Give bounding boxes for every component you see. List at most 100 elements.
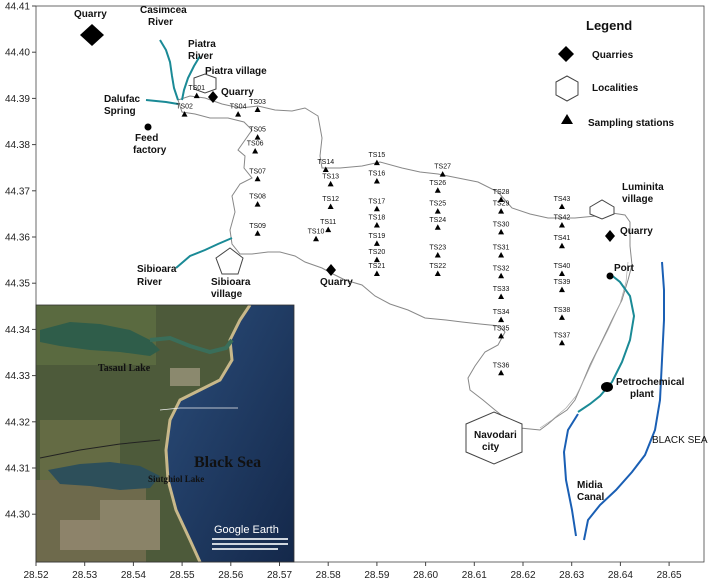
label-casimcea-1: Casimcea	[140, 5, 187, 16]
inset-siutghiol-label: Siutghiol Lake	[148, 474, 204, 484]
station-marker-ts12	[327, 203, 334, 209]
station-marker-ts39	[558, 286, 565, 293]
station-marker-ts21	[373, 270, 380, 276]
station-marker-ts34	[498, 316, 505, 323]
station-label-ts25: TS25	[429, 201, 446, 208]
label-piatra-river-2: River	[188, 51, 213, 62]
station-marker-ts04	[235, 111, 242, 117]
station-marker-ts40	[558, 270, 565, 276]
sampling-stations: TS01TS02TS03TS04TS05TS06TS07TS08TS09TS10…	[176, 85, 571, 376]
feed-factory-icon	[144, 123, 152, 131]
legend-quarry-icon	[558, 46, 574, 62]
map-labels: Quarry Casimcea River Piatra River Piatr…	[74, 5, 708, 503]
label-luminita-1: Luminita	[622, 182, 664, 193]
piatra-river	[181, 55, 201, 101]
station-label-ts15: TS15	[369, 152, 386, 159]
x-tick-label: 28.54	[121, 570, 146, 581]
station-marker-ts06	[252, 148, 259, 154]
station-label-ts07: TS07	[249, 168, 266, 175]
quarry-icon-mid	[326, 264, 336, 276]
station-label-ts26: TS26	[429, 180, 446, 187]
station-label-ts38: TS38	[554, 307, 571, 314]
station-label-ts35: TS35	[493, 325, 510, 332]
station-marker-ts02	[181, 111, 188, 117]
station-marker-ts17	[373, 205, 380, 212]
label-quarry-mid: Quarry	[320, 277, 353, 288]
label-navodari-2: city	[482, 442, 500, 453]
station-label-ts12: TS12	[322, 196, 339, 203]
label-navodari-1: Navodari	[474, 430, 517, 441]
station-marker-ts23	[434, 251, 441, 258]
station-marker-ts33	[498, 293, 505, 300]
station-label-ts10: TS10	[308, 228, 325, 235]
station-label-ts05: TS05	[249, 127, 266, 134]
y-tick-label: 44.36	[5, 233, 30, 244]
inset-imagery-credit-line-1	[212, 538, 288, 540]
station-marker-ts41	[558, 242, 565, 249]
station-marker-ts18	[373, 221, 380, 228]
inner-shoreline	[539, 261, 629, 429]
station-marker-ts07	[254, 175, 261, 182]
x-tick-label: 28.57	[267, 570, 292, 581]
label-petro-1: Petrochemical	[616, 377, 685, 388]
y-tick-label: 44.32	[5, 417, 30, 428]
station-label-ts22: TS22	[429, 263, 446, 270]
y-tick-label: 44.31	[5, 464, 30, 475]
station-label-ts08: TS08	[249, 194, 266, 201]
label-casimcea-2: River	[148, 17, 173, 28]
luminita-village-icon	[589, 199, 615, 220]
station-label-ts33: TS33	[493, 286, 510, 293]
station-marker-ts29	[498, 208, 505, 214]
station-label-ts37: TS37	[554, 332, 571, 339]
station-marker-ts27	[439, 171, 446, 177]
dalufac-spring	[145, 99, 179, 105]
label-piatra-village: Piatra village	[205, 66, 267, 77]
station-label-ts27: TS27	[434, 164, 451, 171]
piatra-village-icon	[193, 73, 217, 94]
station-label-ts41: TS41	[554, 235, 571, 242]
station-label-ts11: TS11	[320, 219, 336, 226]
inset-google-earth-label: Google Earth	[214, 524, 279, 536]
station-marker-ts09	[254, 230, 261, 236]
station-label-ts17: TS17	[369, 198, 386, 205]
shore-line	[577, 273, 636, 413]
station-label-ts40: TS40	[554, 263, 571, 270]
midia-canal-east	[583, 261, 665, 541]
casimcea-river	[159, 39, 179, 101]
label-sibioara-river-1: Sibioara	[137, 264, 177, 275]
port-icon	[606, 272, 614, 280]
station-marker-ts25	[434, 208, 441, 214]
petrochemical-plant-icon	[601, 382, 613, 392]
legend-stations: Sampling stations	[588, 118, 675, 129]
station-label-ts21: TS21	[369, 263, 386, 270]
legend: Legend Quarries Localities Sampling stat…	[555, 18, 675, 129]
station-label-ts39: TS39	[554, 279, 571, 286]
station-marker-ts15	[373, 159, 380, 166]
station-marker-ts16	[373, 178, 380, 184]
station-label-ts42: TS42	[554, 214, 571, 221]
x-tick-label: 28.52	[23, 570, 48, 581]
x-tick-label: 28.62	[510, 570, 535, 581]
station-marker-ts37	[558, 339, 565, 346]
y-tick-label: 44.34	[5, 325, 30, 336]
station-label-ts16: TS16	[369, 171, 386, 178]
station-marker-ts10	[313, 235, 320, 242]
x-tick-label: 28.53	[72, 570, 97, 581]
station-label-ts36: TS36	[493, 362, 510, 369]
station-label-ts18: TS18	[369, 214, 386, 221]
station-marker-ts43	[558, 203, 565, 209]
station-label-ts31: TS31	[493, 244, 510, 251]
label-quarry-top-left: Quarry	[74, 9, 107, 20]
station-label-ts29: TS29	[493, 201, 510, 208]
sibioara-river	[175, 237, 233, 269]
station-marker-ts35	[498, 332, 505, 339]
station-marker-ts13	[327, 180, 334, 187]
station-marker-ts42	[558, 221, 565, 228]
legend-locality-icon	[555, 75, 579, 102]
station-label-ts30: TS30	[493, 221, 510, 228]
label-luminita-2: village	[622, 194, 654, 205]
y-tick-label: 44.41	[5, 2, 30, 13]
label-midia-1: Midia	[577, 480, 603, 491]
station-label-ts02: TS02	[176, 104, 193, 111]
